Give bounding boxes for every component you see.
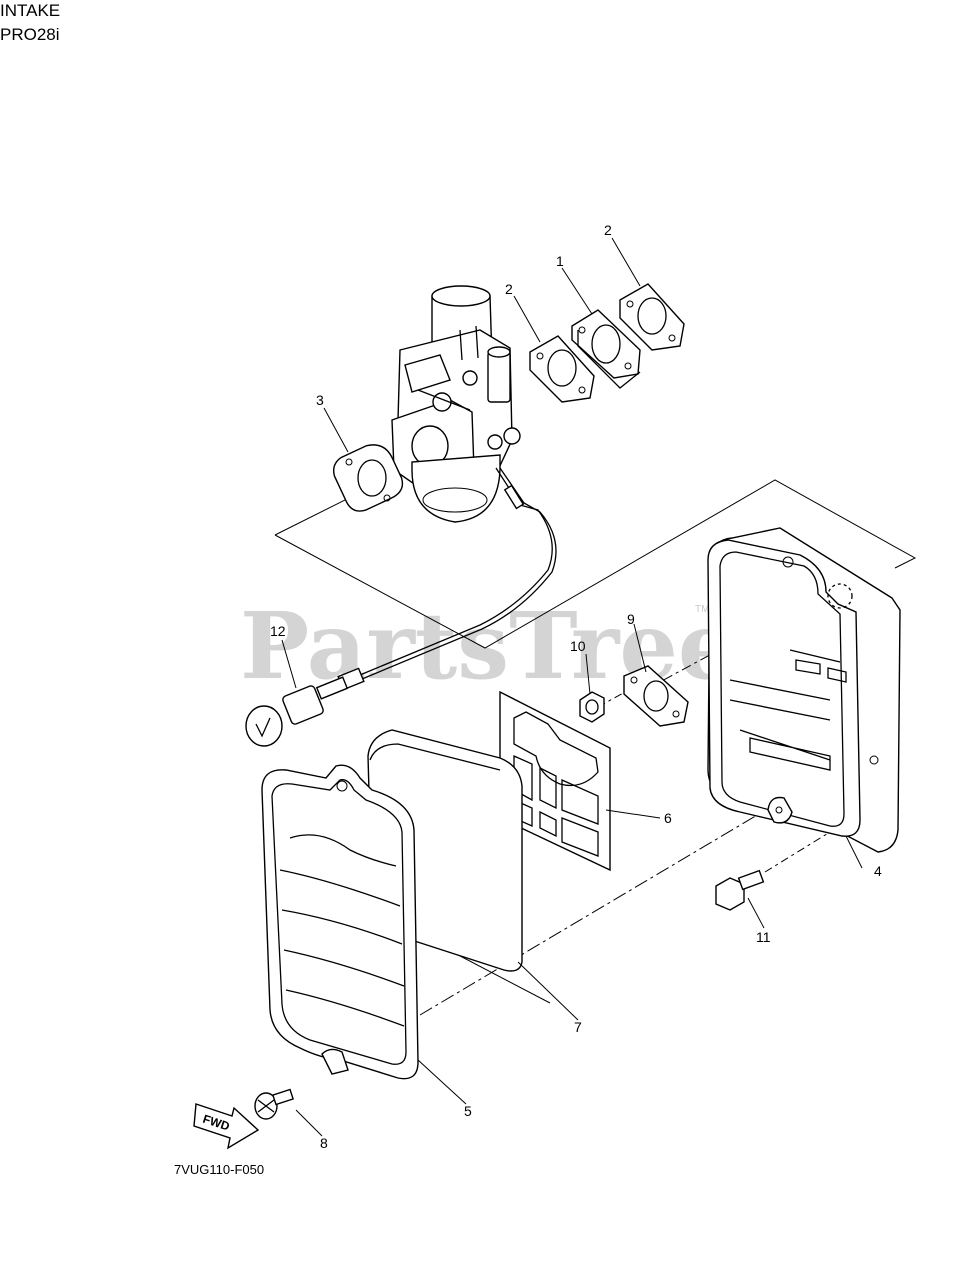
callout-3: 3 [316, 392, 324, 408]
bolt-11 [715, 869, 765, 911]
callout-leaders [281, 237, 863, 1137]
gasket-3 [332, 444, 404, 512]
callout-9: 9 [627, 611, 635, 627]
air-cleaner-case-4 [707, 527, 901, 853]
callout-5: 5 [464, 1103, 472, 1119]
callout-2-lower: 2 [505, 281, 513, 297]
forward-direction-arrow: FWD [193, 1103, 260, 1150]
callout-4: 4 [874, 863, 882, 879]
nut-10 [579, 691, 605, 723]
carburetor [391, 285, 521, 523]
callout-8: 8 [320, 1135, 328, 1151]
screw-8 [254, 1088, 294, 1120]
insulator-1 [571, 309, 641, 389]
watermark-trademark: TM [695, 604, 709, 615]
callout-6: 6 [664, 810, 672, 826]
air-cleaner-cover-5 [261, 764, 419, 1080]
callout-10: 10 [570, 638, 586, 654]
model-name: PRO28i [0, 25, 60, 44]
callout-7: 7 [574, 1019, 582, 1035]
gasket-2-upper [619, 283, 685, 351]
callout-12: 12 [270, 623, 286, 639]
gasket-2-lower [529, 335, 595, 403]
gasket-9 [623, 665, 689, 727]
diagram-code: 7VUG110-F050 [174, 1162, 264, 1177]
callout-1: 1 [556, 253, 564, 269]
callout-11: 11 [756, 929, 771, 945]
diagram-title: INTAKE [0, 1, 61, 20]
callout-2-upper: 2 [604, 222, 612, 238]
choke-cable [245, 467, 557, 747]
